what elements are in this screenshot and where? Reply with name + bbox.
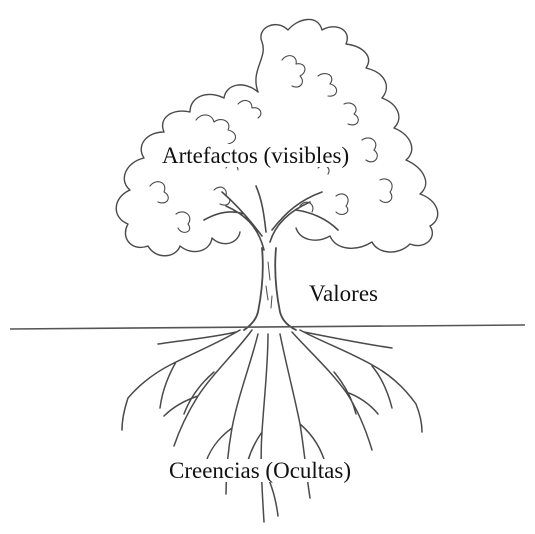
trunk-right: [275, 248, 296, 330]
trunk-texture: [266, 262, 272, 308]
label-creencias: Creencias (Ocultas): [167, 459, 353, 482]
roots: [122, 330, 422, 522]
canopy-outline-left: [116, 85, 258, 256]
label-artefactos: Artefactos (visibles): [160, 144, 351, 167]
label-valores: Valores: [307, 282, 380, 305]
ground-line: [10, 325, 525, 329]
trunk-left: [244, 248, 263, 330]
